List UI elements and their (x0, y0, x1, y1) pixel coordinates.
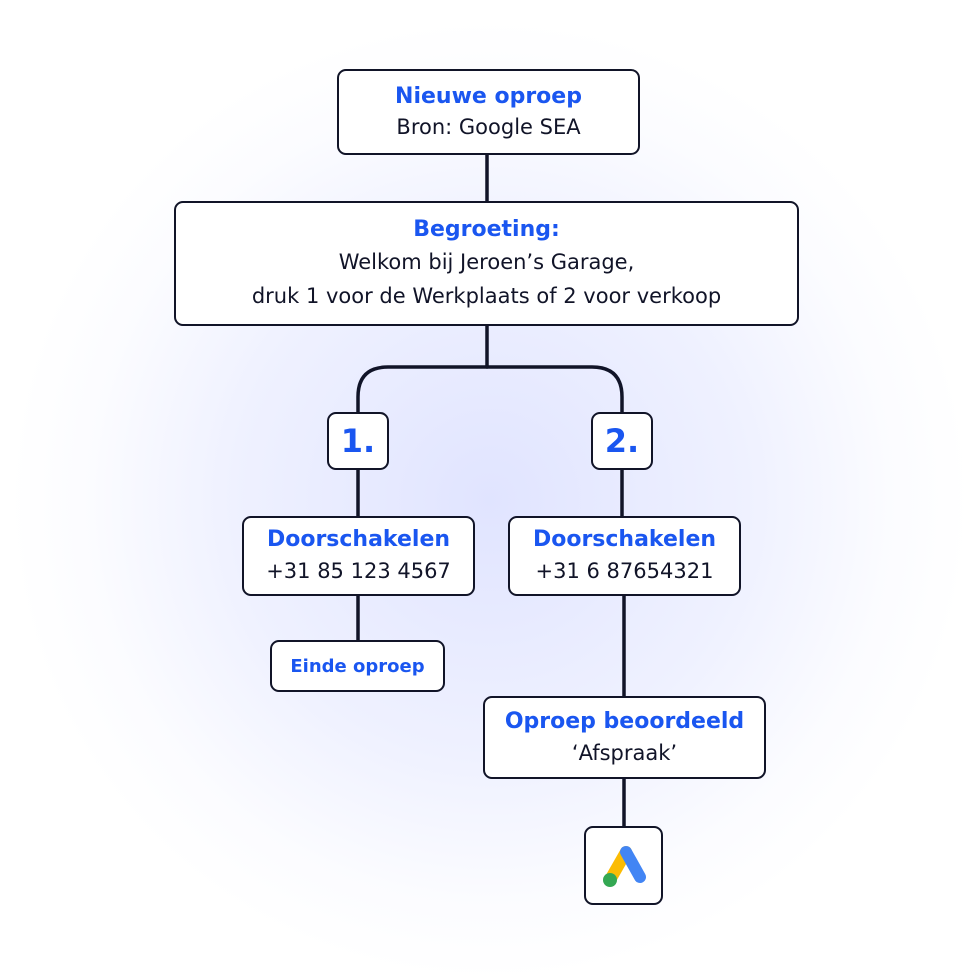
google-ads-node (584, 826, 663, 905)
new-call-source: Bron: Google SEA (396, 115, 581, 139)
call-rated-title: Oproep beoordeeld (504, 708, 745, 734)
end-call-label: Einde oproep (290, 655, 425, 677)
greeting-line-1: Welkom bij Jeroen’s Garage, (338, 249, 635, 274)
end-call-node: Einde oproep (270, 640, 445, 692)
call-rated-value: ‘Afspraak’ (571, 740, 678, 765)
forward-2-title: Doorschakelen (532, 527, 717, 552)
forward-node-1: Doorschakelen +31 85 123 4567 (242, 516, 475, 596)
forward-2-phone: +31 6 87654321 (535, 559, 714, 583)
new-call-title: Nieuwe oproep (395, 84, 582, 109)
greeting-line-2: druk 1 voor de Werkplaats of 2 voor verk… (251, 283, 722, 308)
forward-node-2: Doorschakelen +31 6 87654321 (508, 516, 741, 596)
greeting-node: Begroeting: Welkom bij Jeroen’s Garage, … (174, 201, 799, 326)
greeting-title: Begroeting: (413, 216, 560, 242)
option-2-badge: 2. (591, 412, 653, 470)
call-rated-node: Oproep beoordeeld ‘Afspraak’ (483, 696, 766, 779)
option-1-number: 1. (340, 422, 376, 460)
option-2-number: 2. (604, 422, 640, 460)
forward-1-title: Doorschakelen (266, 527, 451, 552)
forward-1-phone: +31 85 123 4567 (266, 559, 451, 583)
google-ads-icon (602, 845, 646, 887)
new-call-node: Nieuwe oproep Bron: Google SEA (337, 69, 640, 155)
option-1-badge: 1. (327, 412, 389, 470)
